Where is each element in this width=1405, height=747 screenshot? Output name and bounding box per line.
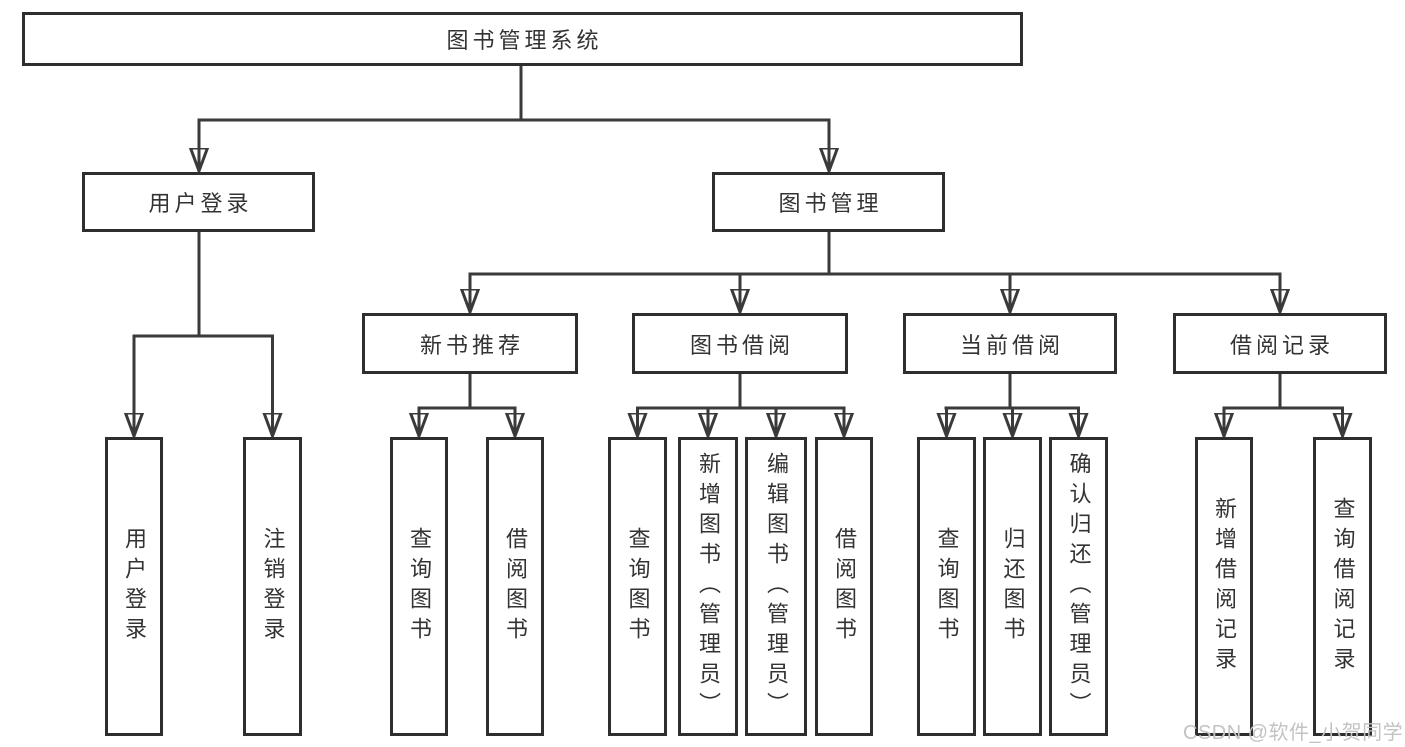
leaf-borrow-books-borrowing: 借阅图书 — [815, 437, 873, 736]
node-book-management: 图书管理 — [712, 172, 945, 232]
csdn-watermark: CSDN @软件_小贺同学 — [1183, 722, 1404, 744]
node-library-system: 图书管理系统 — [22, 12, 1023, 66]
leaf-add-borrow-record: 新增借阅记录 — [1195, 437, 1253, 736]
node-book-borrowing: 图书借阅 — [632, 313, 848, 374]
leaf-logout: 注销登录 — [243, 437, 302, 736]
leaf-edit-book-admin: 编辑图书（管理员） — [745, 437, 807, 736]
leaf-query-books-recommend: 查询图书 — [390, 437, 448, 736]
node-borrowing-records: 借阅记录 — [1173, 313, 1387, 374]
node-user-login: 用户登录 — [82, 172, 315, 232]
leaf-user-login: 用户登录 — [105, 437, 163, 736]
leaf-query-books-borrowing: 查询图书 — [608, 437, 667, 736]
leaf-query-borrow-record: 查询借阅记录 — [1313, 437, 1372, 736]
leaf-return-books: 归还图书 — [983, 437, 1042, 736]
leaf-confirm-return-admin: 确认归还（管理员） — [1049, 437, 1108, 736]
leaf-query-books-current: 查询图书 — [917, 437, 976, 736]
leaf-add-book-admin: 新增图书（管理员） — [678, 437, 738, 736]
node-current-borrowing: 当前借阅 — [903, 313, 1117, 374]
node-new-book-recommend: 新书推荐 — [362, 313, 578, 374]
leaf-borrow-books-recommend: 借阅图书 — [486, 437, 544, 736]
